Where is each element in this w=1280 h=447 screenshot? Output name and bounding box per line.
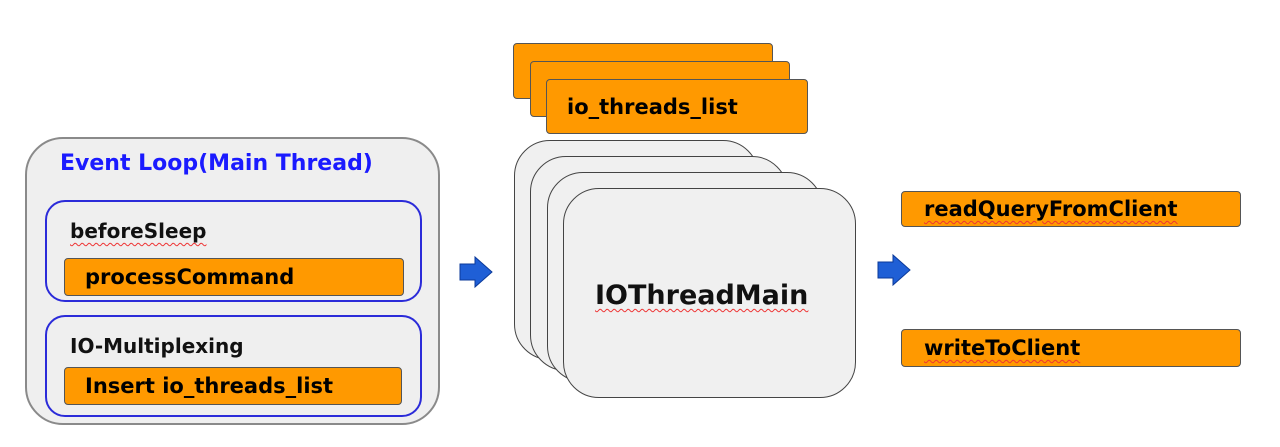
arrow-right-icon [877,253,911,287]
io-thread-main-card [563,188,856,398]
io-multiplexing-label: IO-Multiplexing [70,334,244,358]
process-command-label: processCommand [85,265,295,289]
insert-io-threads-list-label: Insert io_threads_list [85,374,334,398]
write-to-client-box: writeToClient [901,329,1241,367]
before-sleep-label: beforeSleep [70,219,207,243]
insert-io-threads-list-box: Insert io_threads_list [64,367,402,405]
io-thread-main-label: IOThreadMain [595,280,809,311]
write-to-client-label: writeToClient [924,336,1081,360]
io-threads-list-label: io_threads_list [567,94,738,119]
event-loop-title: Event Loop(Main Thread) [60,151,373,176]
process-command-box: processCommand [64,258,404,296]
io-threads-list-box: io_threads_list [546,79,808,134]
arrow-right-icon [459,255,493,289]
read-query-from-client-label: readQueryFromClient [924,197,1178,221]
read-query-from-client-box: readQueryFromClient [901,191,1241,227]
